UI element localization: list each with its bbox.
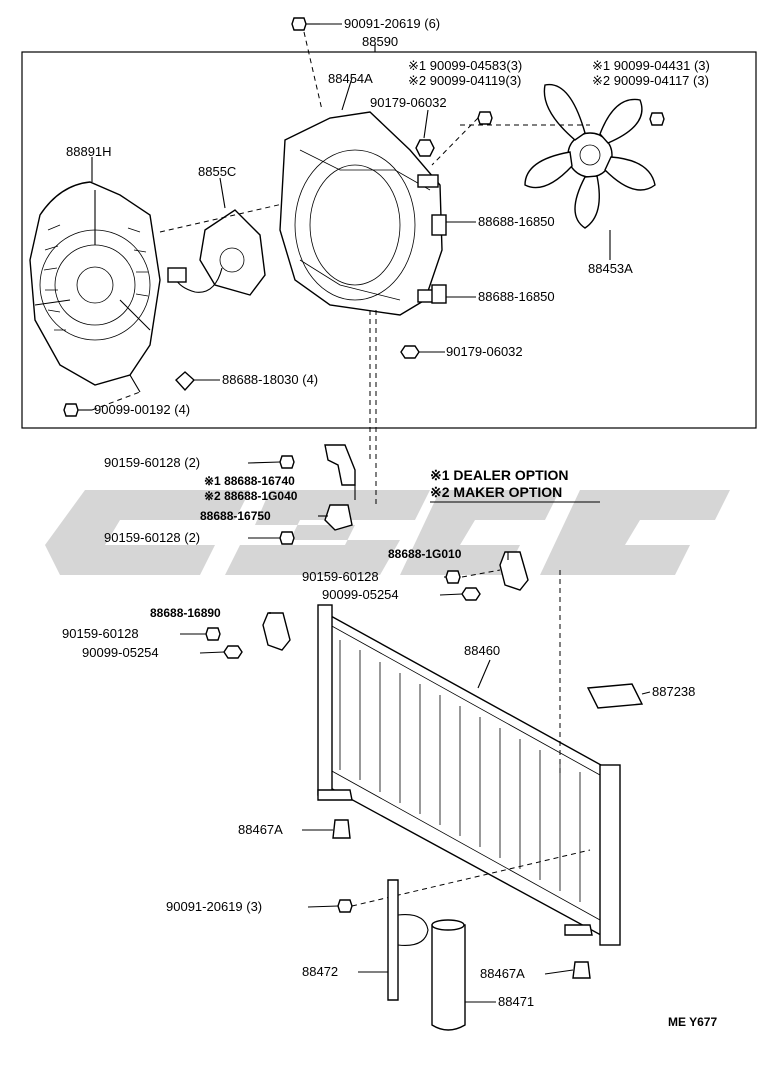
shroud-icon (279, 111, 443, 316)
label-assy: 88590 (362, 34, 398, 49)
bracket-icon (324, 444, 356, 531)
nut-icon (415, 139, 435, 157)
label-clip-lower: 88688-16850 (478, 289, 555, 304)
condenser-icon (317, 604, 621, 946)
label-shroud: 88454A (328, 71, 373, 86)
label-clip-upper: 88688-16850 (478, 214, 555, 229)
label-opt2-bolt-b: ※2 90099-04117 (3) (592, 73, 709, 88)
bolt-icon (205, 627, 221, 641)
label-dryer: 88471 (498, 994, 534, 1009)
label-clip-4: 88688-18030 (4) (222, 372, 318, 387)
label-bolt-top: 90091-20619 (6) (344, 16, 440, 31)
screw-icon (63, 403, 92, 417)
label-motor: 8855C (198, 164, 236, 179)
label-bracket-left: 88688-16890 (150, 606, 221, 620)
fan-shroud-icon (29, 181, 161, 393)
label-cushion-left: 88467A (238, 822, 283, 837)
label-condenser: 88460 (464, 643, 500, 658)
receiver-dryer-icon (431, 919, 466, 1031)
label-bolt-left: 90159-60128 (62, 626, 139, 641)
fan-blade-icon (524, 83, 656, 229)
legend-maker-option: ※2 MAKER OPTION (430, 484, 562, 500)
label-bolt-bracket-1: 90159-60128 (2) (104, 455, 200, 470)
bolt-icon (337, 899, 353, 913)
label-bracket-dryer: 88472 (302, 964, 338, 979)
label-opt1-bolt-a: ※1 90099-04583(3) (408, 58, 522, 73)
bracket-icon (499, 551, 529, 591)
label-opt1-bracket: ※1 88688-16740 (204, 474, 295, 488)
label-plate: 887238 (652, 684, 695, 699)
leader-lines (91, 23, 651, 1003)
nut-icon (461, 587, 481, 601)
label-bolt-right: 90159-60128 (302, 569, 379, 584)
label-fan-shroud: 88891H (66, 144, 112, 159)
label-opt2-bolt-a: ※2 90099-04119(3) (408, 73, 521, 88)
fan-motor-icon (167, 209, 266, 296)
label-opt1-bolt-b: ※1 90099-04431 (3) (592, 58, 710, 73)
nut-icon (223, 645, 243, 659)
watermark-logo (45, 490, 730, 575)
label-screw-4: 90099-00192 (4) (94, 402, 190, 417)
label-bracket-right: 88688-1G010 (388, 547, 462, 561)
label-bracket: 88688-16750 (200, 509, 271, 523)
label-nut-left: 90099-05254 (82, 645, 159, 660)
bracket-icon (387, 879, 429, 1001)
bracket-icon (262, 612, 291, 651)
label-cushion-right: 88467A (480, 966, 525, 981)
nut-icon (400, 345, 420, 359)
bolt-icon (445, 570, 461, 584)
label-nut-right: 90099-05254 (322, 587, 399, 602)
label-nut-top: 90179-06032 (370, 95, 447, 110)
label-opt2-bracket: ※2 88688-1G040 (204, 489, 298, 503)
label-fan: 88453A (588, 261, 633, 276)
cushion-icon (332, 819, 591, 979)
bolt-icon (477, 111, 665, 126)
plate-icon (586, 683, 644, 709)
assembly-frame (21, 51, 757, 429)
label-bolt-3: 90091-20619 (3) (166, 899, 262, 914)
label-nut-lower: 90179-06032 (446, 344, 523, 359)
clip-icon (175, 371, 195, 392)
legend-dealer-option: ※1 DEALER OPTION (430, 467, 569, 483)
label-code: ME Y677 (668, 1015, 717, 1029)
clip-icon (431, 214, 447, 304)
label-bolt-bracket-2: 90159-60128 (2) (104, 530, 200, 545)
